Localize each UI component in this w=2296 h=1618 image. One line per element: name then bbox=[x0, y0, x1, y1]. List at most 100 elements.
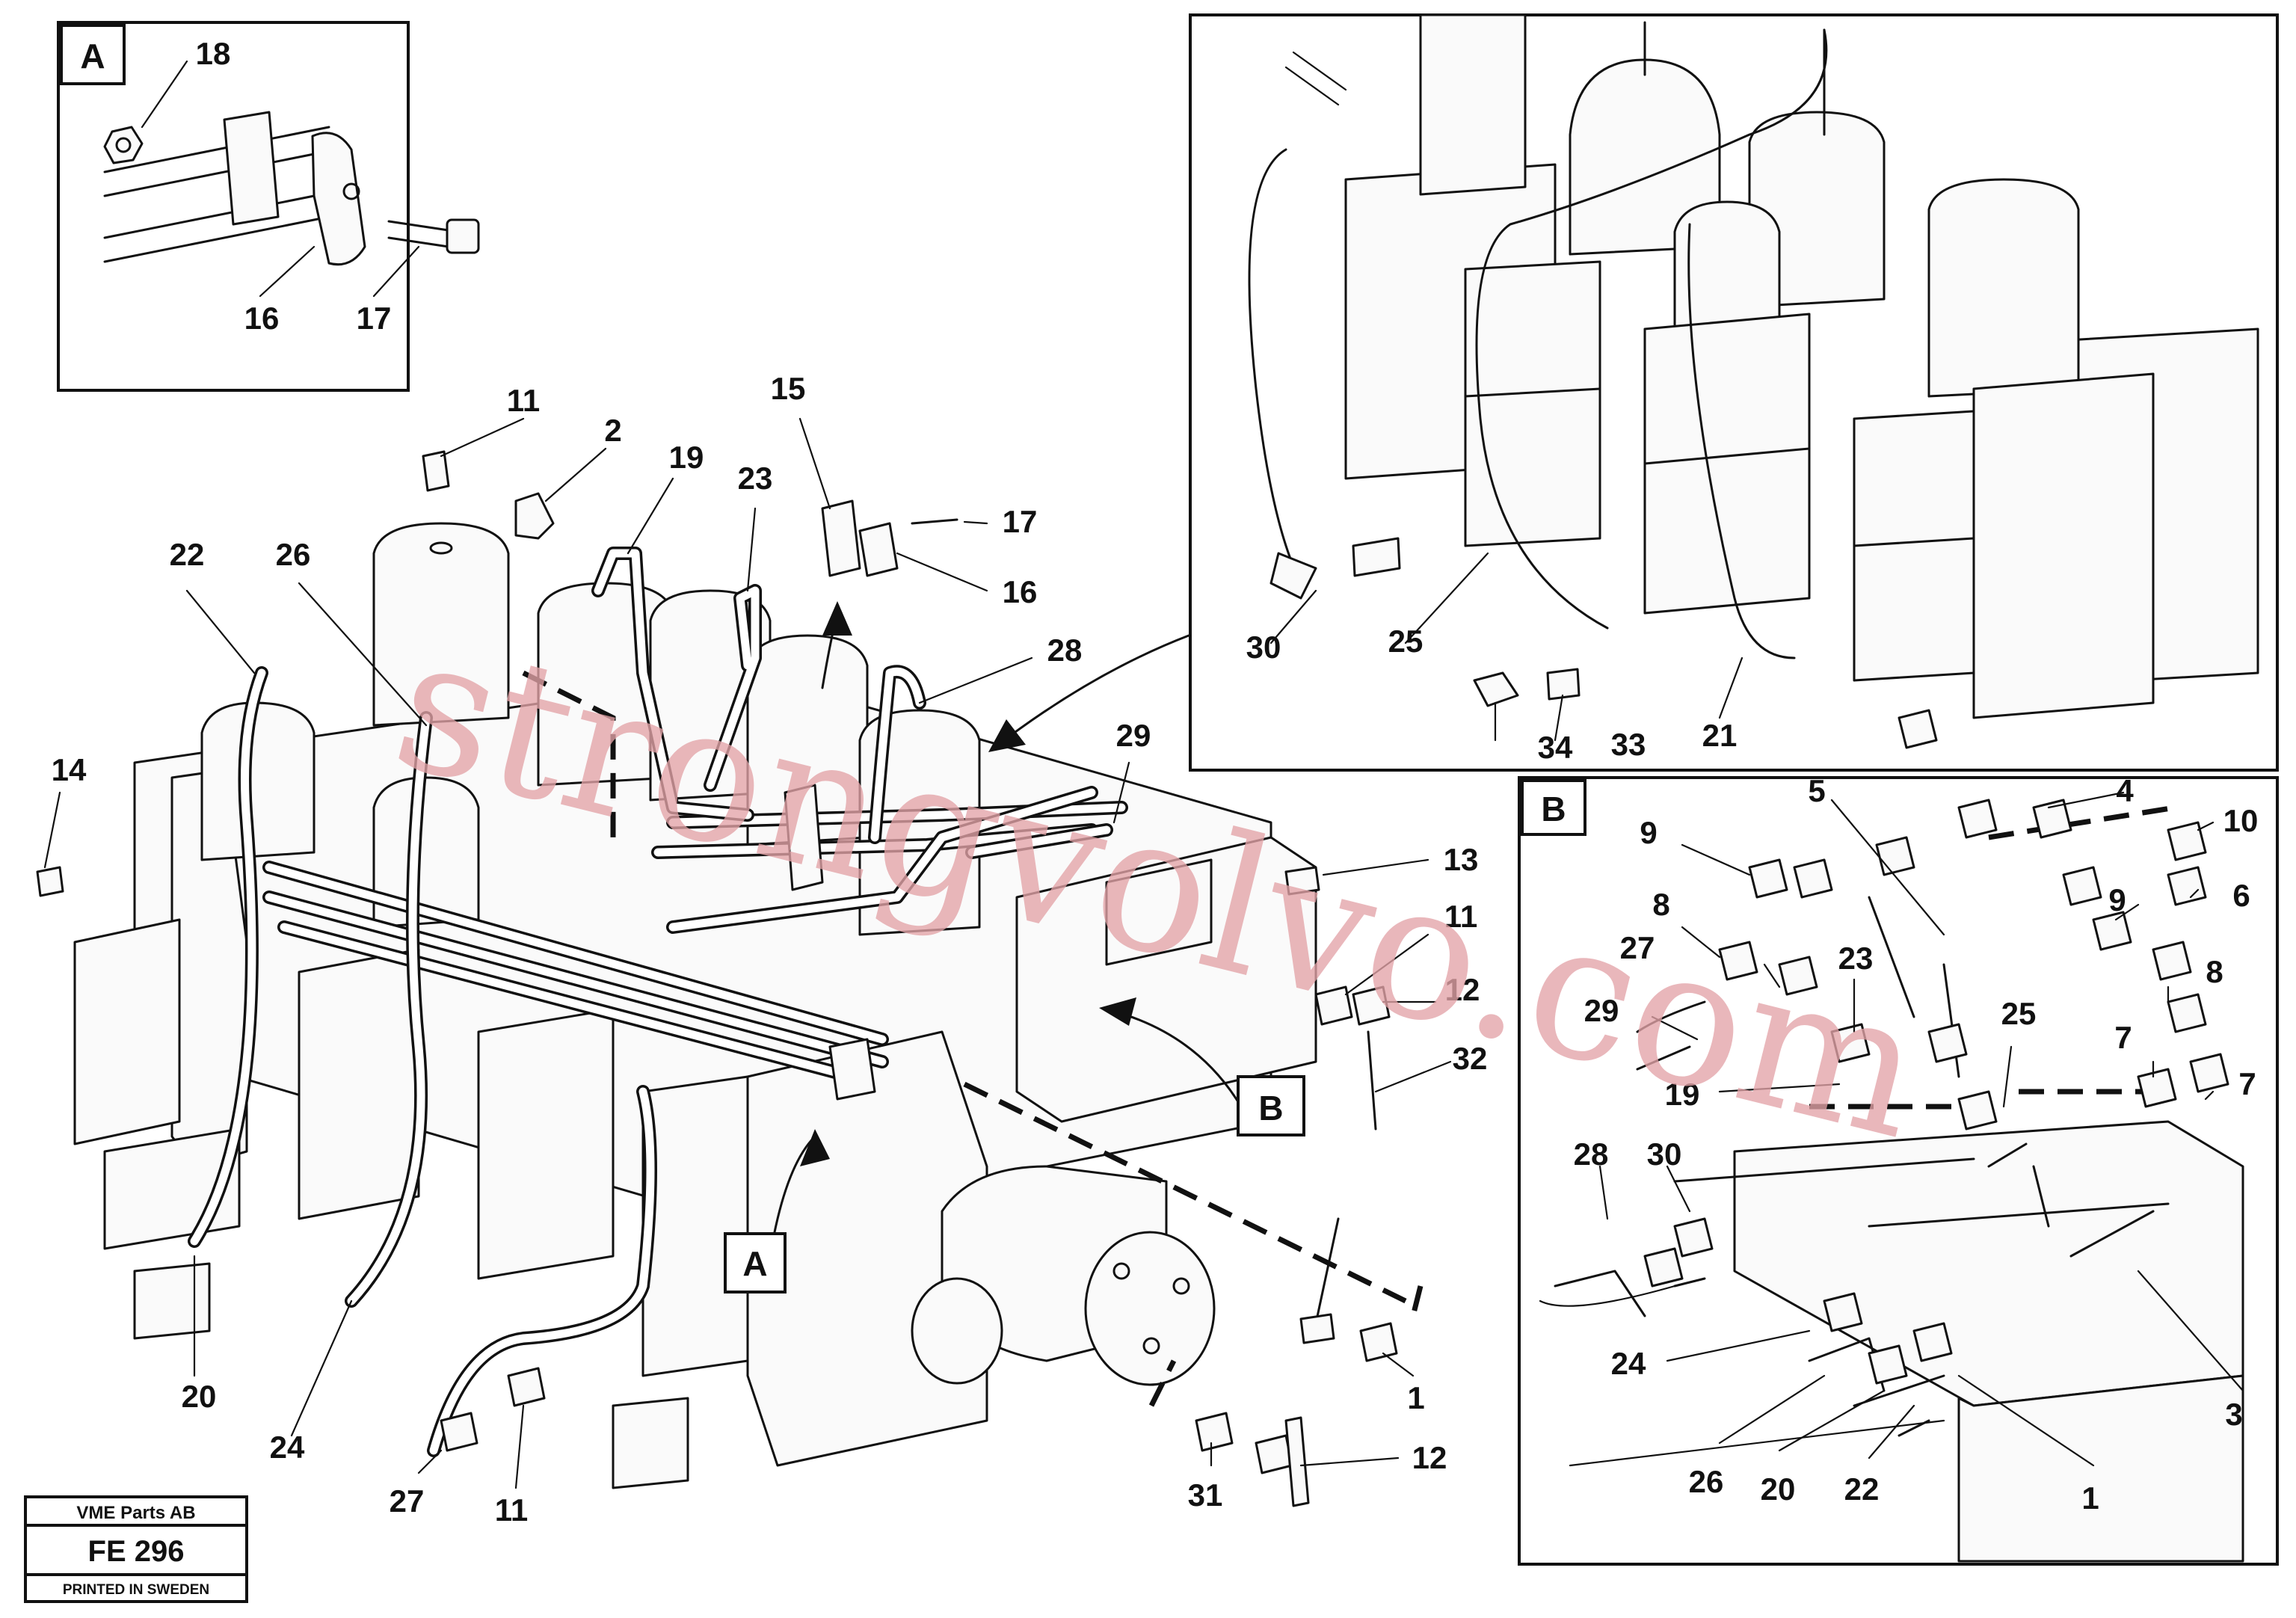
bracket-15 bbox=[821, 499, 861, 577]
callout: 13 bbox=[1444, 842, 1479, 877]
spring-cap-7 bbox=[372, 776, 480, 929]
detail-loose-pin bbox=[1284, 51, 1347, 106]
title-block: VME Parts AB FE 296 PRINTED IN SWEDEN bbox=[24, 1495, 248, 1603]
callout: 22 bbox=[1844, 1471, 1880, 1507]
marker-b-letter: B bbox=[1258, 1089, 1283, 1128]
fitting-27 bbox=[440, 1412, 478, 1452]
callout: 34 bbox=[1538, 730, 1573, 765]
inset-b-letter: B bbox=[1541, 790, 1566, 828]
detail-leaders bbox=[1269, 552, 1743, 742]
inset-b-pipes-center bbox=[1868, 896, 1960, 1078]
title-block-printed-in: PRINTED IN SWEDEN bbox=[63, 1582, 209, 1598]
callout: 29 bbox=[1116, 718, 1151, 753]
inset-a-leaders bbox=[141, 60, 420, 298]
fitting-13 bbox=[1284, 866, 1320, 896]
pilot-boss bbox=[911, 1277, 1003, 1385]
fitting-11-top bbox=[422, 450, 450, 492]
callout: 29 bbox=[1584, 993, 1619, 1028]
detail-cap-left bbox=[1419, 13, 1527, 196]
detail-solenoid-1 bbox=[1464, 260, 1601, 547]
main-leaders bbox=[43, 417, 1452, 1489]
fitting-12-top bbox=[1352, 985, 1391, 1026]
pipe-27-core bbox=[429, 1087, 655, 1455]
pipe-22-core bbox=[190, 668, 266, 1246]
callout: 28 bbox=[1574, 1136, 1609, 1172]
callout: 8 bbox=[1652, 887, 1669, 922]
callout: 24 bbox=[1611, 1346, 1646, 1381]
valve-bank-cap-right bbox=[1105, 858, 1213, 966]
inset-b-bolt-right bbox=[2069, 1210, 2155, 1258]
solenoid-left-1 bbox=[73, 918, 181, 1145]
nut-lower bbox=[1299, 1313, 1335, 1344]
callout: 27 bbox=[390, 1483, 425, 1519]
callout: 7 bbox=[2114, 1020, 2132, 1055]
arrow-b-head bbox=[1099, 997, 1136, 1026]
callout: 23 bbox=[1838, 941, 1874, 976]
inset-a-pipes bbox=[103, 126, 330, 263]
inset-b: B 9 5 4 10 8 6 27 23 9 29 25 8 7 19 7 28… bbox=[1518, 773, 2279, 1566]
callout: 19 bbox=[1665, 1077, 1700, 1112]
inset-a-letter: A bbox=[80, 37, 105, 76]
inset-b-leaders bbox=[1598, 791, 2244, 1467]
solenoid-third bbox=[477, 1008, 615, 1280]
callout: 16 bbox=[244, 301, 280, 336]
callout: 8 bbox=[2206, 954, 2223, 989]
spring-cap-1 bbox=[200, 701, 316, 861]
detail-pipe-25 bbox=[1475, 28, 1828, 630]
callout: 20 bbox=[1761, 1471, 1796, 1507]
pipe-28-core bbox=[870, 668, 924, 842]
pipe-clamp bbox=[828, 1038, 876, 1101]
pipe-bundle-upper-1-core bbox=[668, 803, 1126, 827]
detail-pipe-top bbox=[1643, 21, 1826, 136]
detail-fitting-30 bbox=[1269, 552, 1317, 600]
inset-detail: 30 25 21 34 33 bbox=[1189, 13, 2279, 772]
callout: 28 bbox=[1047, 633, 1083, 668]
solenoid-second bbox=[298, 948, 420, 1220]
callout: 19 bbox=[669, 440, 704, 475]
spring-cap-6 bbox=[858, 709, 981, 936]
fitting-2 bbox=[514, 492, 555, 540]
inset-b-fittings bbox=[1643, 799, 2229, 1385]
callout: 32 bbox=[1453, 1041, 1488, 1076]
bolt-17-shank bbox=[911, 518, 958, 525]
detail-cap-right bbox=[1748, 111, 1886, 308]
callout: 12 bbox=[1445, 972, 1480, 1007]
callout: 24 bbox=[270, 1430, 305, 1465]
pipe-19-core bbox=[594, 549, 752, 819]
inset-b-pipes-left bbox=[1554, 1000, 1706, 1317]
callout: 1 bbox=[1407, 1380, 1424, 1415]
pipe-bundle-2-core bbox=[265, 893, 887, 1066]
inset-a-letter-box bbox=[60, 24, 126, 85]
cap-hole bbox=[429, 541, 453, 555]
detail-fitting-33 bbox=[1546, 668, 1581, 701]
callout: 25 bbox=[2001, 996, 2037, 1031]
callout: 17 bbox=[357, 301, 392, 336]
tube-32 bbox=[1367, 1030, 1377, 1131]
callout: 21 bbox=[1702, 718, 1738, 753]
callout: 3 bbox=[2225, 1397, 2242, 1432]
pipe-bundle-1-core bbox=[265, 863, 887, 1044]
title-block-printed-cell bbox=[24, 1573, 248, 1603]
detail-valve-body bbox=[1972, 372, 2155, 719]
detail-cap-far-right bbox=[1927, 178, 2080, 398]
callout: 16 bbox=[1003, 574, 1038, 609]
inset-b-background-lines bbox=[1539, 1285, 1945, 1467]
arrow-detail-head bbox=[988, 719, 1026, 752]
detail-fitting-34 bbox=[1473, 671, 1519, 707]
callout: 11 bbox=[495, 1492, 528, 1528]
detail-fitting-bottom bbox=[1898, 709, 1938, 749]
fitting-11-right bbox=[1314, 985, 1353, 1026]
inset-b-letter-box bbox=[1521, 779, 1586, 836]
stub-left bbox=[133, 1262, 211, 1340]
callout: 5 bbox=[1808, 773, 1825, 808]
inset-b-block-lower bbox=[1957, 1374, 2244, 1563]
callout: 4 bbox=[2116, 773, 2134, 808]
callout: 11 bbox=[507, 383, 540, 418]
pipe-24-core bbox=[347, 713, 431, 1305]
flange-bolt-hole bbox=[1172, 1277, 1190, 1295]
fitting-12-bottom bbox=[1255, 1434, 1293, 1474]
callout: 31 bbox=[1188, 1477, 1223, 1513]
inset-a-clamp-front bbox=[311, 132, 366, 266]
flange-bolt-hole bbox=[1142, 1337, 1160, 1355]
